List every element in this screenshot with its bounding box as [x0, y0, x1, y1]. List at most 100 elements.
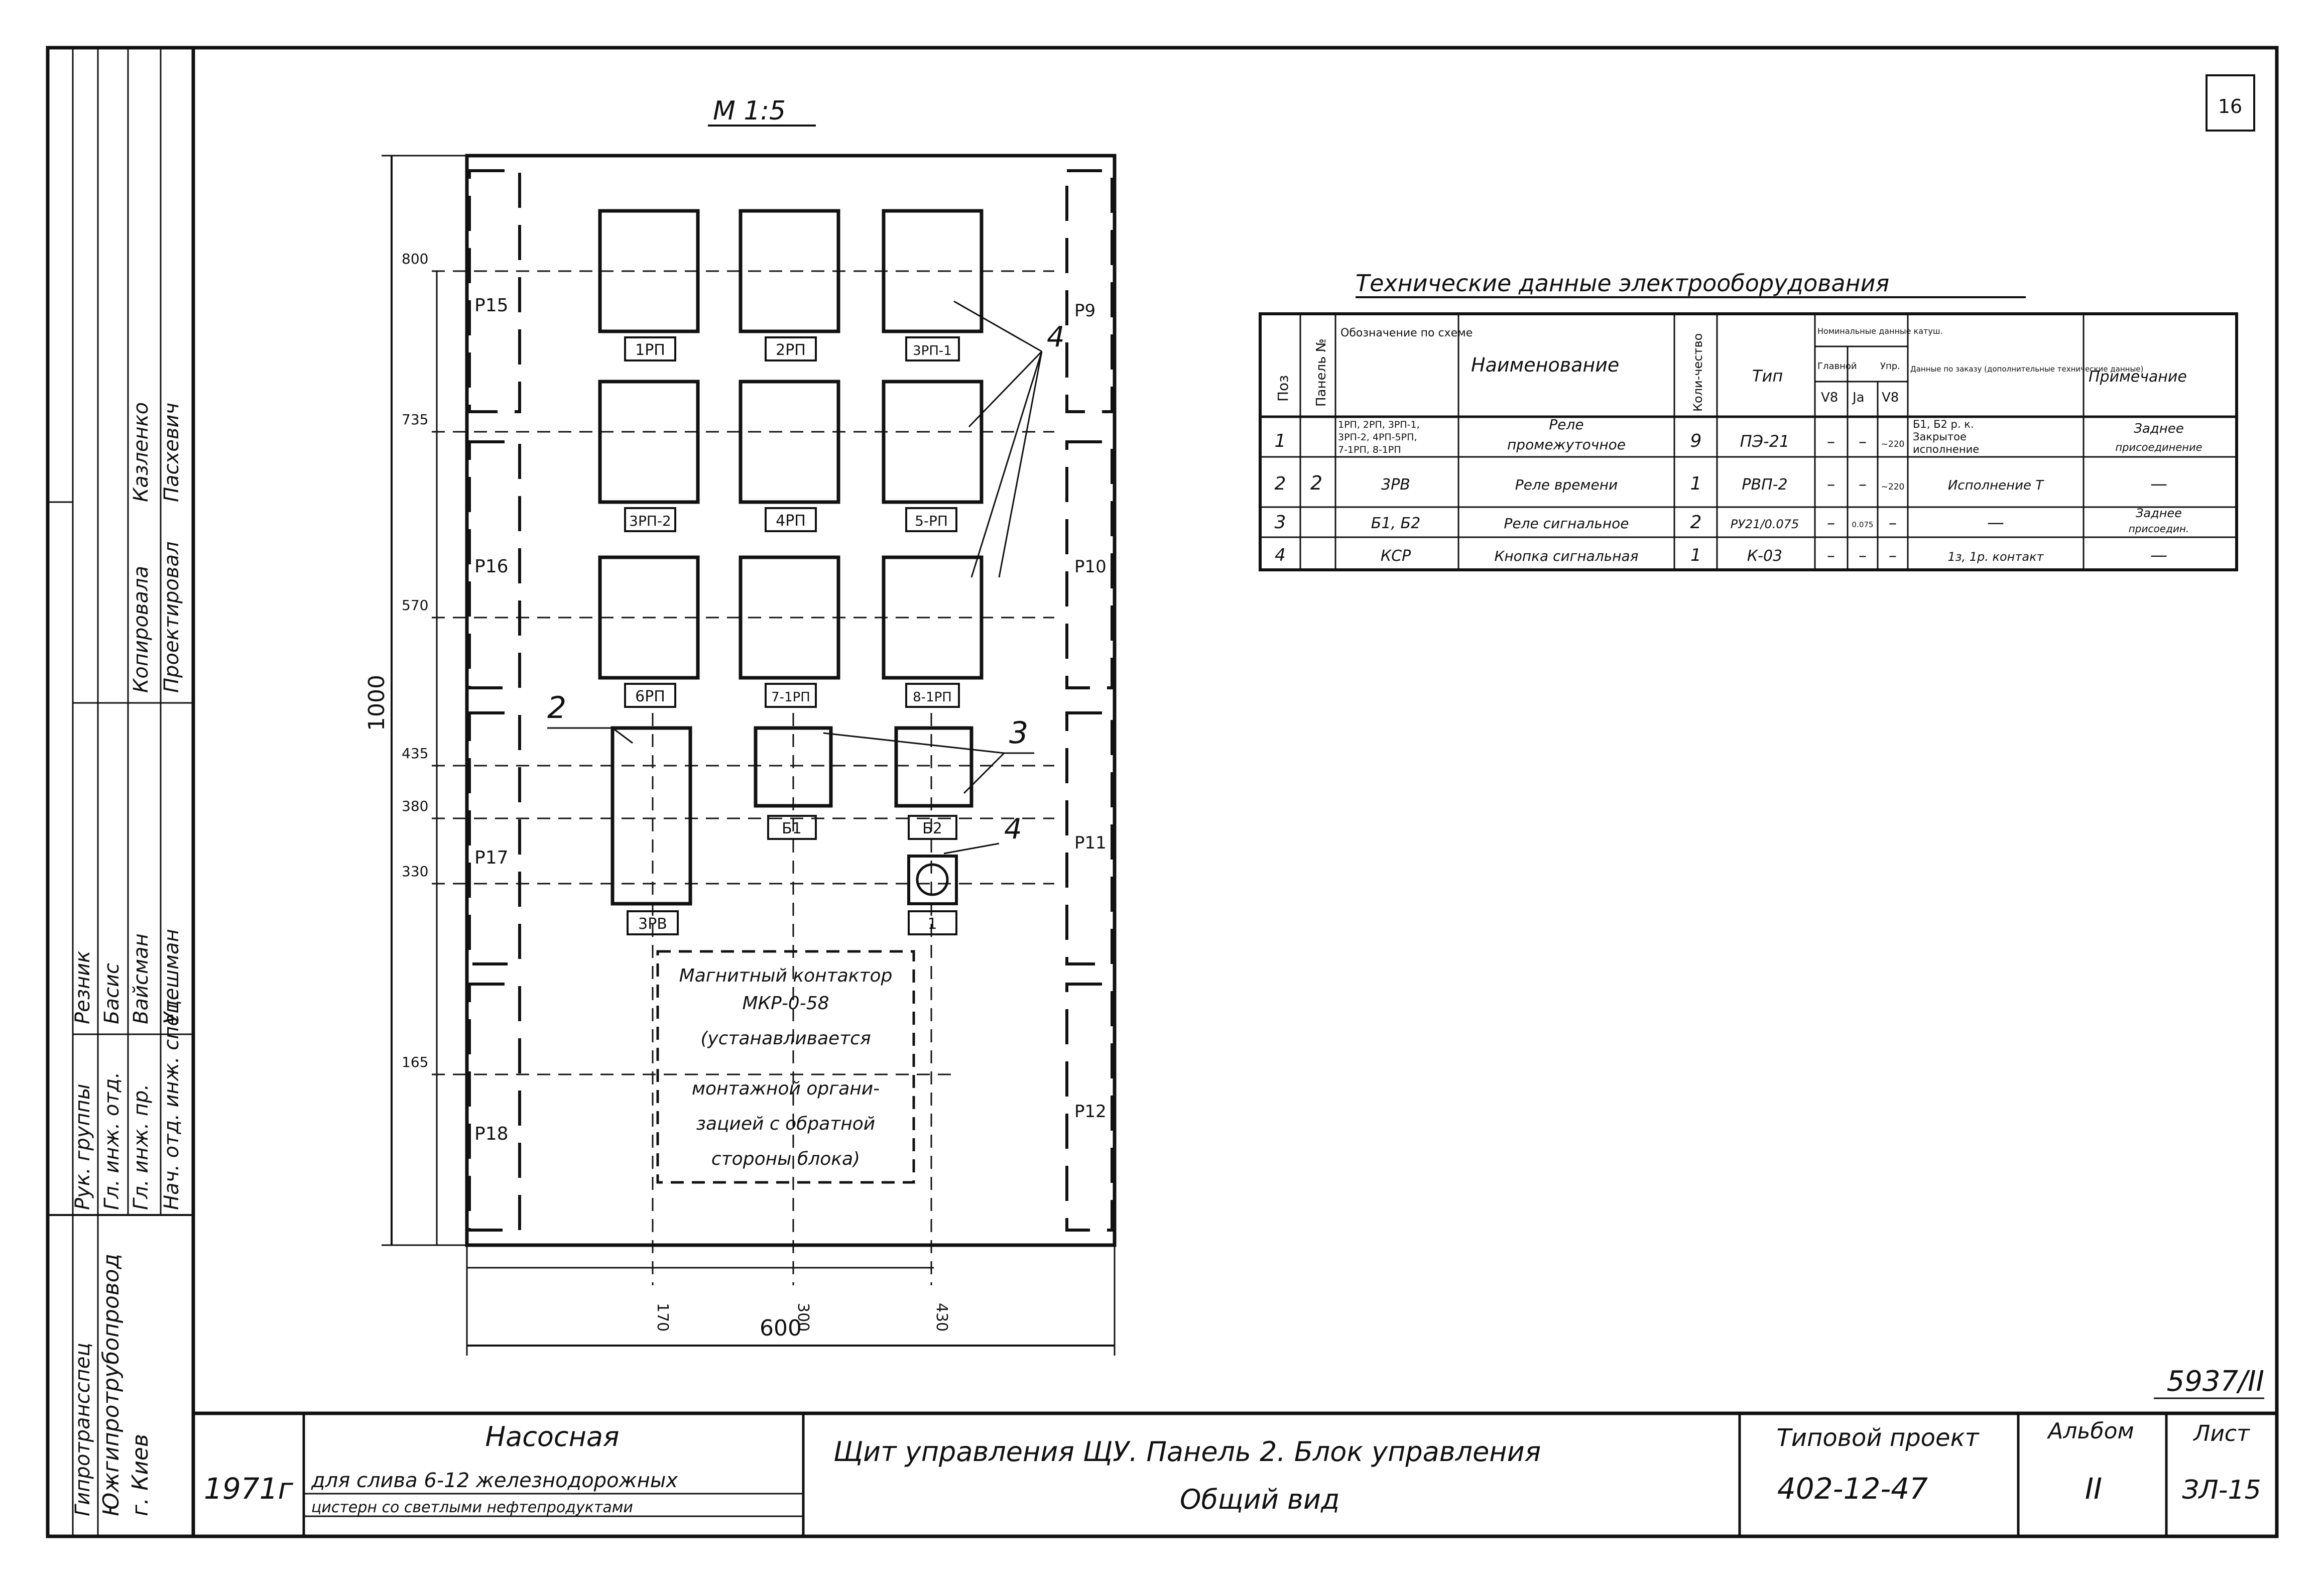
- r1-note-0: Заднее: [2134, 421, 2184, 436]
- r1-order-2: исполнение: [1913, 443, 1979, 455]
- outer-frame: [46, 46, 2279, 1538]
- hdr-order: Данные по заказу (дополнительные техниче…: [1910, 365, 2143, 374]
- relay-6rp: [598, 555, 700, 680]
- r3-note-0: Заднее: [2136, 506, 2182, 520]
- r2-vmain: –: [1827, 474, 1835, 494]
- hdr-v: V8: [1821, 390, 1838, 405]
- relay-1rp: [598, 209, 700, 333]
- tag-7-1rp: 7-1РП: [771, 690, 810, 705]
- callout-2: 2: [547, 690, 566, 725]
- relay-3rp-2: [598, 380, 700, 504]
- r4-pos: 4: [1275, 545, 1286, 565]
- hdr-v2: V8: [1882, 390, 1899, 405]
- scale-label: М 1:5: [713, 96, 786, 126]
- terminal-strip-p15: [468, 169, 521, 413]
- r1-order-0: Б1, Б2 р. к.: [1913, 418, 1974, 430]
- label-p10: P10: [1074, 557, 1107, 577]
- time-relay-3rv: [610, 726, 692, 906]
- hdr-type: Тип: [1752, 367, 1783, 386]
- r1-des-2: 7-1РП, 8-1РП: [1338, 444, 1401, 455]
- contactor-note-2: (устанавливается: [700, 1028, 871, 1049]
- tag-3rv: 3РВ: [638, 915, 667, 933]
- r1-name-1: промежуточное: [1507, 436, 1626, 453]
- dim-570: 570: [402, 597, 428, 614]
- r1-des-0: 1РП, 2РП, 3РП-1,: [1338, 419, 1420, 430]
- label-p17: P17: [474, 847, 509, 868]
- strip-org: Южгипротрубопровод: [98, 1254, 124, 1516]
- dim-380: 380: [402, 798, 428, 814]
- strip-name-2: Басис: [100, 963, 124, 1024]
- contactor-note-1: МКР-0-58: [742, 993, 829, 1014]
- r1-j: –: [1859, 432, 1867, 451]
- dim-170: 170: [654, 1303, 671, 1331]
- r1-vmain: –: [1827, 432, 1835, 451]
- r1-order-1: Закрытое: [1913, 431, 1967, 443]
- strip-role-4: Проектировал: [160, 541, 183, 693]
- tb-drawing-0: Щит управления ЩУ. Панель 2. Блок управл…: [833, 1436, 1541, 1468]
- contactor-note-5: стороны блока): [711, 1149, 860, 1169]
- hdr-panel: Панель №: [1314, 338, 1329, 407]
- tb-project-no: 402-12-47: [1777, 1472, 1928, 1506]
- hdr-name: Наименование: [1471, 354, 1619, 376]
- dim-800: 800: [402, 251, 428, 267]
- r4-name: Кнопка сигнальная: [1494, 548, 1638, 564]
- tb-sheet-no: ЗЛ-15: [2182, 1475, 2261, 1505]
- left-strip: Нач. отд. инж. спец. Гл. инж. пр. Гл. ин…: [48, 48, 193, 1536]
- terminal-strip-p16: [468, 440, 521, 689]
- r1-note-1: присоединение: [2115, 441, 2202, 453]
- terminal-strip-p10: [1065, 440, 1114, 689]
- tag-1rp: 1РП: [635, 341, 665, 359]
- hdr-main: Главной: [1817, 361, 1857, 372]
- tag-3rp-1: 3РП-1: [913, 343, 952, 358]
- r1-qty: 9: [1690, 431, 1702, 451]
- tag-6rp: 6РП: [635, 688, 665, 705]
- tag-2rp: 2РП: [776, 341, 806, 359]
- r4-des: КСР: [1381, 547, 1411, 565]
- r3-qty: 2: [1690, 512, 1702, 533]
- tb-album-no: II: [2085, 1472, 2102, 1506]
- label-p15: P15: [474, 295, 509, 316]
- r3-order: —: [1987, 513, 2004, 533]
- strip-city: г. Киев: [128, 1434, 153, 1516]
- tb-drawing-1: Общий вид: [1180, 1484, 1339, 1515]
- tag-3rp-2: 3РП-2: [629, 513, 671, 529]
- title-block: 1971г Насосная для слива 6-12 железнодор…: [193, 1411, 2277, 1536]
- tb-year: 1971г: [204, 1472, 294, 1506]
- r4-vctrl: –: [1889, 546, 1897, 565]
- label-p16: P16: [474, 556, 509, 577]
- label-p9: P9: [1074, 301, 1095, 321]
- label-p11: P11: [1074, 833, 1107, 853]
- archive-number: 5937/II: [2167, 1365, 2264, 1398]
- terminal-strip-p12: [1065, 983, 1114, 1232]
- tb-sheet-label: Лист: [2192, 1421, 2250, 1446]
- relay-2rp: [739, 209, 840, 333]
- r3-j: 0.075: [1852, 520, 1874, 529]
- strip-name-0: Утешман: [160, 929, 183, 1024]
- tb-object-1: для слива 6-12 железнодорожных: [311, 1469, 678, 1492]
- r3-note-1: присоедин.: [2129, 523, 2189, 535]
- cell-panel: 2: [1310, 472, 1322, 494]
- r1-type: ПЭ-21: [1740, 432, 1790, 451]
- strip-role-3: Рук. группы: [71, 1084, 94, 1210]
- button-circle: [916, 863, 949, 896]
- strip-name-1: Вайсман: [130, 933, 153, 1024]
- r3-pos: 3: [1275, 512, 1286, 533]
- r3-type: РУ21/0.075: [1731, 517, 1799, 531]
- relay-8-1rp: [882, 555, 984, 680]
- r3-name: Реле сигнальное: [1504, 515, 1629, 532]
- tag-4rp: 4РП: [776, 512, 806, 530]
- callout-4: 4: [1047, 321, 1065, 353]
- strip-institute: Гипротрансспец: [71, 1343, 94, 1516]
- r2-des: 3РВ: [1381, 476, 1410, 494]
- tag-5rp: 5-РП: [915, 513, 948, 529]
- terminal-strip-p18: [468, 983, 521, 1232]
- contactor-outline: [656, 950, 915, 1184]
- r2-vctrl: ~220: [1881, 482, 1905, 492]
- terminal-strip-p9: [1065, 169, 1114, 413]
- r2-type: РВП-2: [1742, 476, 1787, 494]
- signal-relay-b1: [754, 726, 833, 808]
- r1-des-1: 3РП-2, 4РП-5РП,: [1338, 432, 1417, 443]
- dim-overall-width: 600: [760, 1315, 802, 1341]
- dim-735: 735: [402, 411, 428, 428]
